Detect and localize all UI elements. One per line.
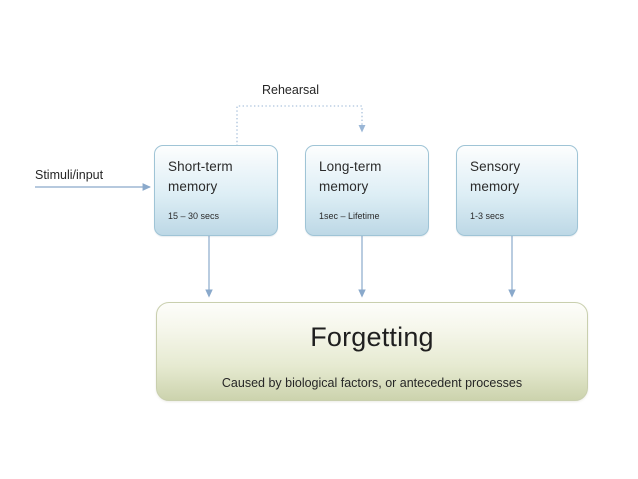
box-short-term-memory[interactable]: Short-term memory 15 – 30 secs <box>154 145 278 236</box>
box-sensory-memory-title-line1: Sensory <box>470 159 521 174</box>
box-sensory-memory-title-line2: memory <box>470 179 520 194</box>
label-rehearsal: Rehearsal <box>262 83 319 97</box>
box-short-term-memory-duration: 15 – 30 secs <box>168 211 220 221</box>
box-short-term-memory-title-line1: Short-term <box>168 159 233 174</box>
box-forgetting[interactable]: Forgetting Caused by biological factors,… <box>156 302 588 401</box>
box-long-term-memory-title-line2: memory <box>319 179 369 194</box>
box-long-term-memory-title-line1: Long-term <box>319 159 382 174</box>
box-short-term-memory-title-line2: memory <box>168 179 218 194</box>
box-long-term-memory[interactable]: Long-term memory 1sec – Lifetime <box>305 145 429 236</box>
box-sensory-memory-duration: 1-3 secs <box>470 211 505 221</box>
connector-rehearsal-dotted <box>236 105 366 146</box>
label-stimuli-input: Stimuli/input <box>35 168 104 182</box>
box-long-term-memory-duration: 1sec – Lifetime <box>319 211 380 221</box>
box-forgetting-subtitle: Caused by biological factors, or anteced… <box>221 376 523 390</box>
box-forgetting-title: Forgetting <box>310 322 434 352</box>
box-sensory-memory[interactable]: Sensory memory 1-3 secs <box>456 145 578 236</box>
